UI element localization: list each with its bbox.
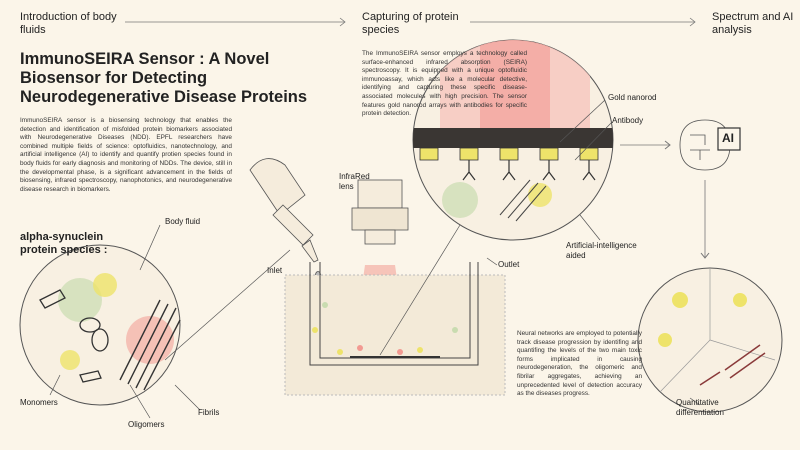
label-inlet: Inlet bbox=[267, 266, 283, 275]
header-introduction: Introduction of body fluids bbox=[20, 11, 117, 36]
label-monomers: Monomers bbox=[20, 398, 58, 407]
label-antibody: Antibody bbox=[612, 116, 644, 125]
label-ai-aided: Artificial-intelligence aided bbox=[566, 241, 637, 260]
label-oligomers: Oligomers bbox=[128, 420, 165, 429]
label-quantitative: Quantitative differentiation bbox=[676, 398, 724, 417]
sensor-circle bbox=[412, 39, 614, 241]
ai-brain bbox=[679, 119, 741, 171]
microfluidic-well bbox=[284, 262, 506, 396]
page-title: ImmunoSEIRA Sensor : A Novel Biosensor f… bbox=[20, 50, 308, 106]
pipette bbox=[249, 158, 321, 279]
ai-chip-label: AI bbox=[722, 131, 734, 145]
label-infrared-lens: InfraRed lens bbox=[339, 172, 370, 191]
intro-paragraph: ImmunoSEIRA sensor is a biosensing techn… bbox=[20, 117, 232, 193]
species-title: alpha-synuclein protein species : bbox=[20, 231, 108, 256]
label-body-fluid: Body fluid bbox=[165, 217, 201, 226]
label-fibrils: Fibrils bbox=[198, 408, 220, 417]
protein-species-circle bbox=[19, 244, 181, 406]
header-capturing: Capturing of protein species bbox=[362, 11, 459, 36]
header-spectrum-ai: Spectrum and AI analysis bbox=[712, 11, 794, 36]
label-gold-nanorod: Gold nanorod bbox=[608, 93, 657, 102]
ai-paragraph: Neural networks are employed to potentia… bbox=[517, 330, 642, 398]
capture-paragraph: The ImmunoSEIRA sensor employs a technol… bbox=[362, 50, 527, 118]
label-outlet: Outlet bbox=[498, 260, 520, 269]
quantification-circle bbox=[637, 267, 783, 413]
